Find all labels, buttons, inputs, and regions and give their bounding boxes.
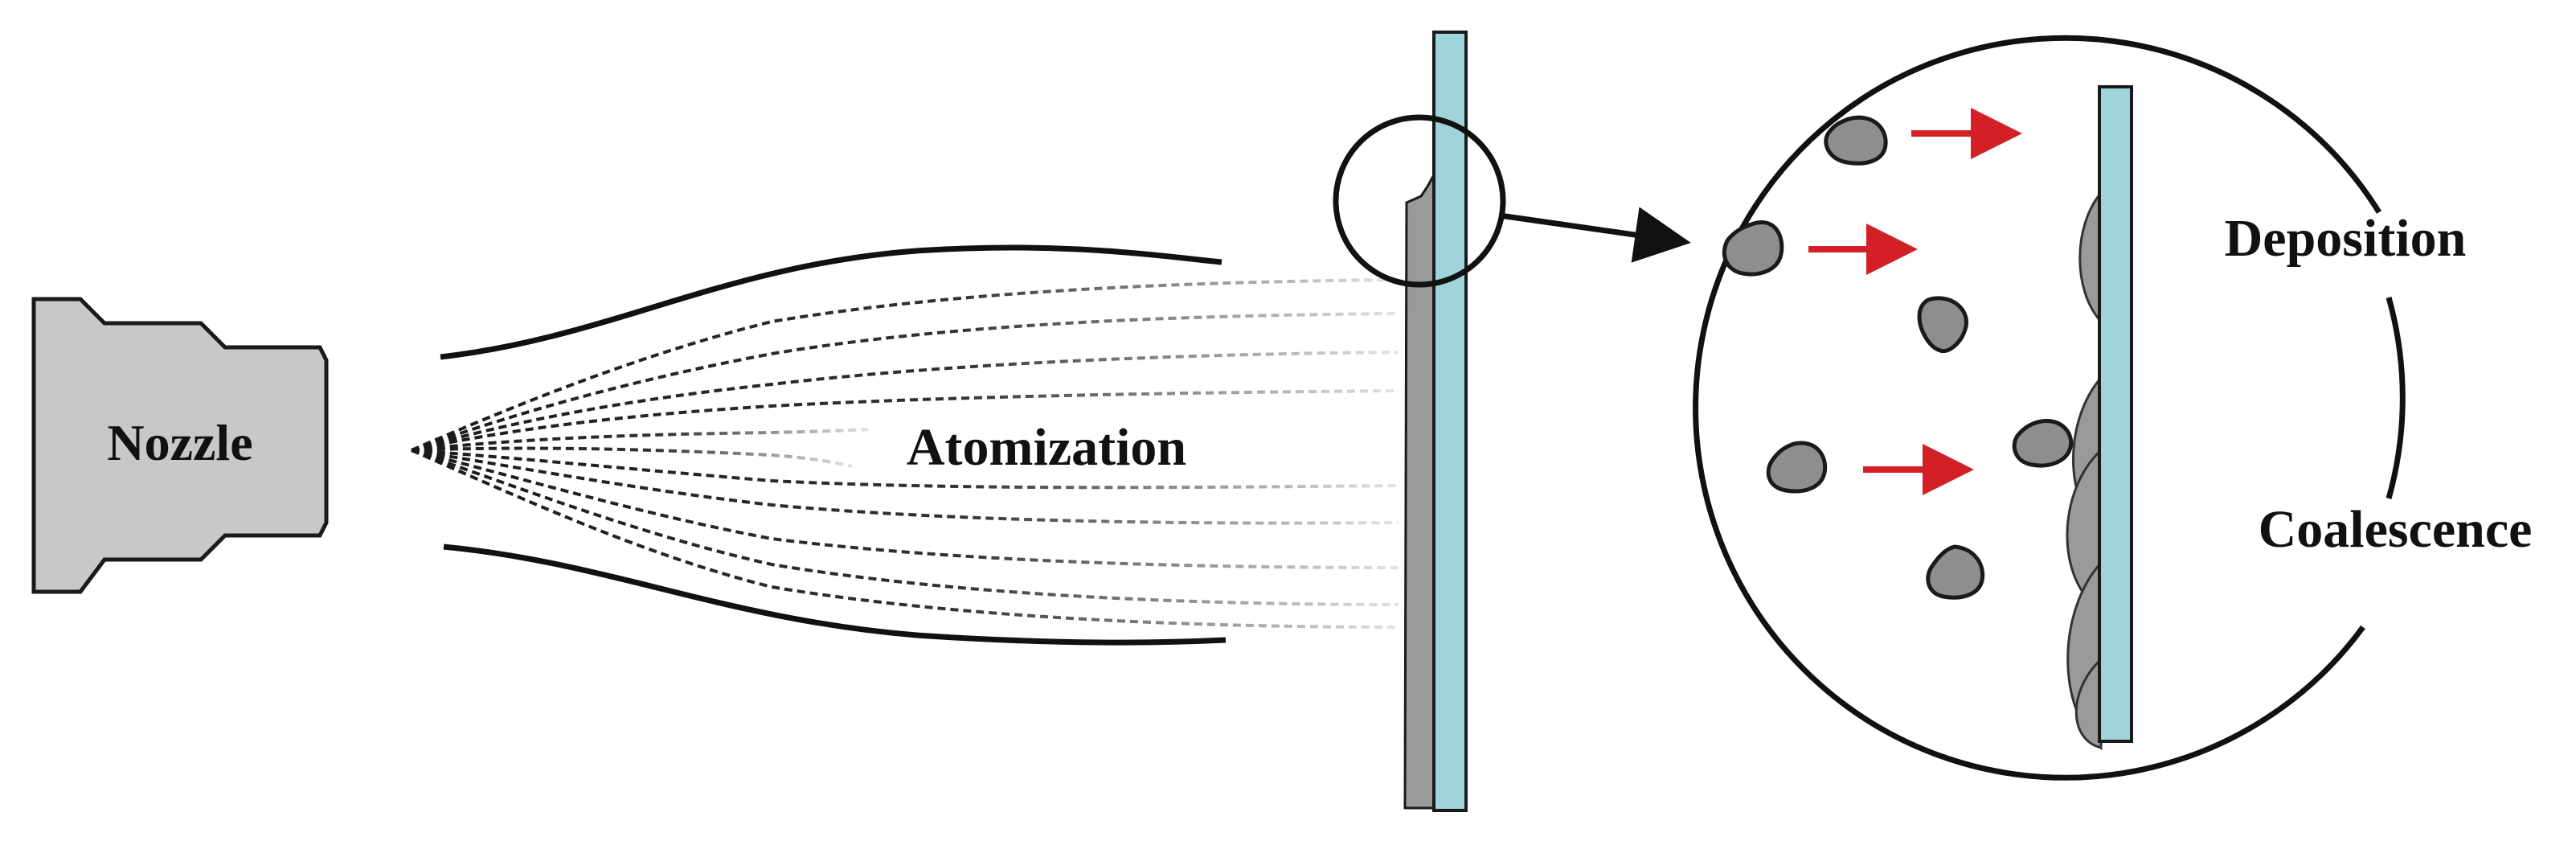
- droplet: [2012, 419, 2074, 468]
- pointer-arrow: [1499, 207, 1691, 263]
- zoom-substrate-plate: [2098, 85, 2133, 743]
- coalescence-label: Coalescence: [2259, 500, 2533, 559]
- droplets: [1722, 115, 2074, 600]
- zoom-circle: [1693, 35, 2381, 781]
- droplet: [1766, 441, 1828, 494]
- nozzle-shape: [31, 297, 329, 594]
- substrate-plate: [1432, 31, 1468, 812]
- zoom-view: Deposition Coalescence: [1693, 35, 2533, 781]
- coalesced-film: [2066, 189, 2103, 751]
- droplet: [1917, 296, 1968, 354]
- droplet: [1824, 115, 1888, 166]
- nozzle: Nozzle: [31, 297, 329, 594]
- motion-arrows: [1808, 108, 2022, 495]
- plume-upper-boundary: [440, 244, 1222, 360]
- substrate-assembly: [1403, 31, 1468, 812]
- spray-plume: Atomization: [411, 244, 1399, 646]
- deposition-label: Deposition: [2225, 209, 2467, 268]
- atomization-label: Atomization: [907, 418, 1186, 477]
- spray-streamlines: [411, 278, 1399, 629]
- magnifier-circle: [1333, 114, 1506, 288]
- droplet: [1926, 544, 1985, 600]
- plume-lower-boundary: [443, 544, 1227, 646]
- droplet: [1722, 220, 1784, 277]
- nozzle-label: Nozzle: [107, 414, 252, 471]
- zoom-circle-middle-arc: [2386, 297, 2406, 499]
